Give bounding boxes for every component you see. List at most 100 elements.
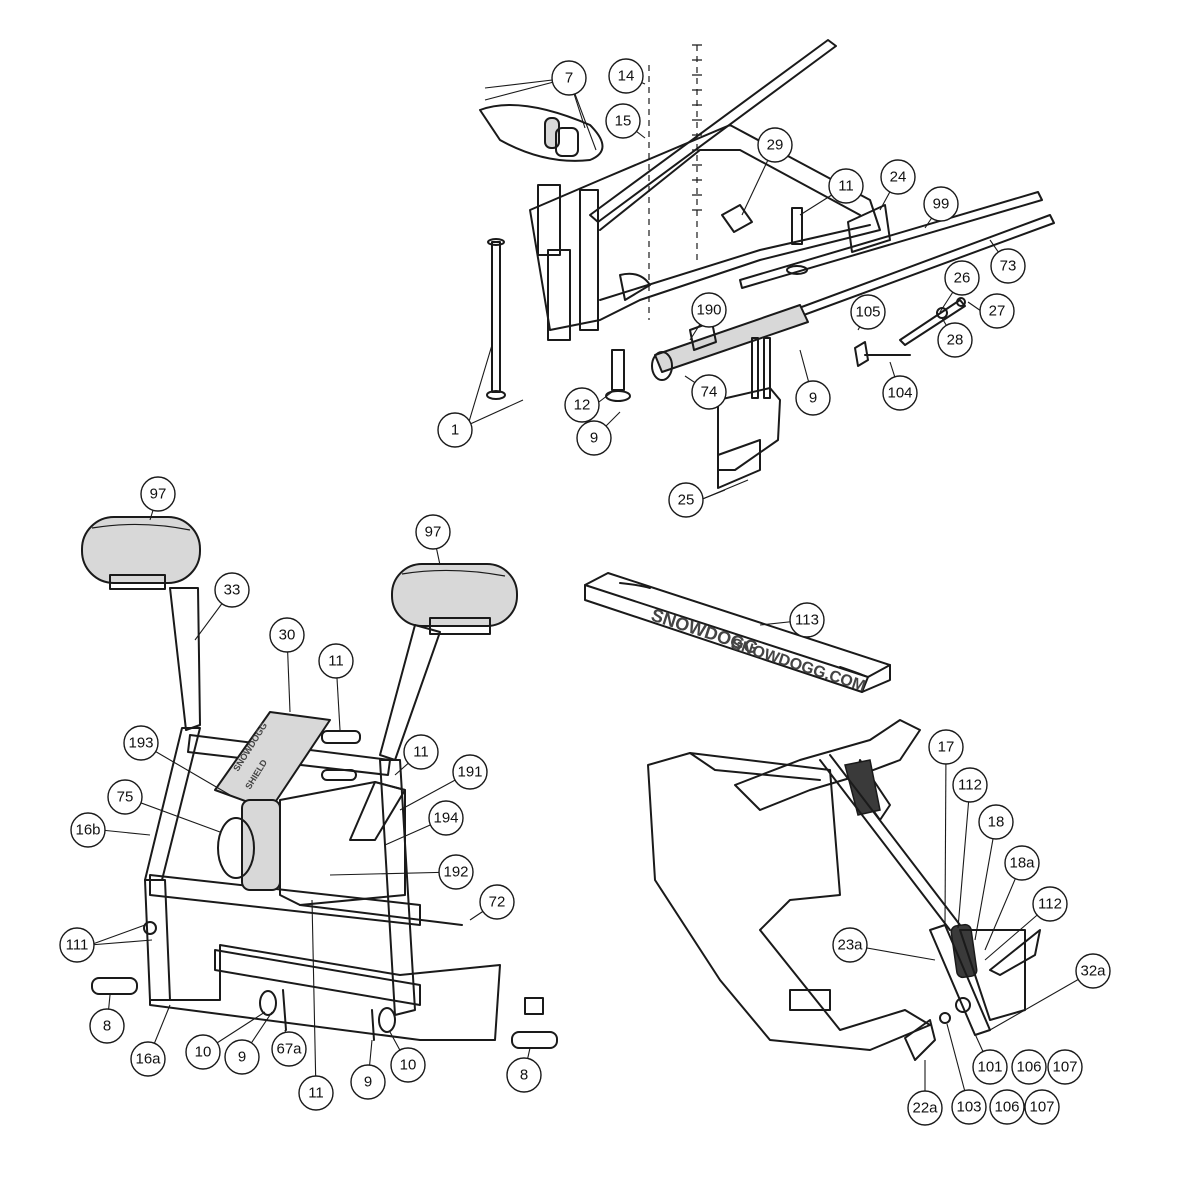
callout-number: 113 bbox=[795, 612, 819, 629]
callout-number: 103 bbox=[956, 1099, 981, 1116]
callout-9: 9 bbox=[795, 380, 831, 416]
callout-number: 111 bbox=[66, 937, 89, 954]
callout-97: 97 bbox=[415, 514, 451, 550]
crossbar-url-text: SNOWDOGG.COM bbox=[729, 636, 868, 696]
callout-number: 29 bbox=[767, 137, 784, 154]
callout-9: 9 bbox=[224, 1039, 260, 1075]
callout-103: 103 bbox=[951, 1089, 987, 1125]
callout-circle bbox=[506, 1057, 542, 1093]
callout-number: 11 bbox=[413, 744, 429, 761]
callout-190: 190 bbox=[691, 292, 727, 328]
callout-number: 28 bbox=[947, 332, 964, 349]
crossbar-113: SNOWDOGG SNOWDOGG.COM bbox=[584, 572, 891, 696]
callout-circle bbox=[140, 476, 176, 512]
callout-number: 30 bbox=[279, 627, 296, 644]
callout-30: 30 bbox=[269, 617, 305, 653]
callout-11: 11 bbox=[403, 734, 439, 770]
callout-circle bbox=[1024, 1089, 1060, 1125]
callout-27: 27 bbox=[979, 293, 1015, 329]
callout-circle bbox=[271, 1031, 307, 1067]
callout-circle bbox=[1047, 1049, 1083, 1085]
callout-number: 97 bbox=[150, 486, 167, 503]
callout-11: 11 bbox=[318, 643, 354, 679]
callout-number: 112 bbox=[1038, 896, 1062, 913]
callout-74: 74 bbox=[691, 374, 727, 410]
callout-number: 107 bbox=[1029, 1099, 1054, 1116]
callout-circle bbox=[123, 725, 159, 761]
callout-97: 97 bbox=[140, 476, 176, 512]
callout-112: 112 bbox=[1032, 886, 1068, 922]
callout-number: 18a bbox=[1009, 855, 1035, 872]
callout-number: 16b bbox=[75, 822, 100, 839]
callout-circle bbox=[907, 1090, 943, 1126]
callout-circle bbox=[89, 1008, 125, 1044]
callout-10: 10 bbox=[390, 1047, 426, 1083]
callout-number: 17 bbox=[938, 739, 955, 756]
callout-circle bbox=[880, 159, 916, 195]
callout-circle bbox=[691, 374, 727, 410]
callout-circle bbox=[185, 1034, 221, 1070]
callout-number: 7 bbox=[565, 70, 573, 87]
callout-67a: 67a bbox=[271, 1031, 307, 1067]
callout-111: 111 bbox=[59, 927, 95, 963]
callout-number: 16a bbox=[135, 1051, 161, 1068]
callout-circle bbox=[608, 58, 644, 94]
callout-circle bbox=[757, 127, 793, 163]
callout-circle bbox=[403, 734, 439, 770]
callout-8: 8 bbox=[506, 1057, 542, 1093]
callout-circle bbox=[390, 1047, 426, 1083]
callout-9: 9 bbox=[576, 420, 612, 456]
callout-number: 12 bbox=[574, 397, 591, 414]
callout-number: 75 bbox=[117, 789, 134, 806]
callout-32a: 32a bbox=[1075, 953, 1111, 989]
callout-number: 106 bbox=[994, 1099, 1019, 1116]
callout-33: 33 bbox=[214, 572, 250, 608]
callout-circle bbox=[269, 617, 305, 653]
callout-193: 193 bbox=[123, 725, 159, 761]
callout-73: 73 bbox=[990, 248, 1026, 284]
callout-circle bbox=[224, 1039, 260, 1075]
callout-number: 9 bbox=[364, 1074, 372, 1091]
callout-number: 27 bbox=[989, 303, 1006, 320]
callout-circle bbox=[70, 812, 106, 848]
callout-number: 24 bbox=[890, 169, 907, 186]
callout-29: 29 bbox=[757, 127, 793, 163]
callout-104: 104 bbox=[882, 375, 918, 411]
callout-number: 11 bbox=[838, 178, 854, 195]
callout-18a: 18a bbox=[1004, 845, 1040, 881]
callout-circle bbox=[923, 186, 959, 222]
callout-number: 112 bbox=[958, 777, 982, 794]
callout-number: 190 bbox=[696, 302, 721, 319]
callout-192: 192 bbox=[438, 854, 474, 890]
callout-number: 26 bbox=[954, 270, 971, 287]
callout-circle bbox=[59, 927, 95, 963]
callout-number: 25 bbox=[678, 492, 695, 509]
callout-number: 11 bbox=[328, 653, 344, 670]
callout-number: 33 bbox=[224, 582, 241, 599]
callout-circle bbox=[428, 800, 464, 836]
callout-24: 24 bbox=[880, 159, 916, 195]
trip-arm-assembly bbox=[647, 719, 1041, 1061]
callout-number: 9 bbox=[238, 1049, 246, 1066]
callout-number: 101 bbox=[977, 1059, 1002, 1076]
callout-23a: 23a bbox=[832, 927, 868, 963]
callout-number: 10 bbox=[400, 1057, 417, 1074]
callout-112: 112 bbox=[952, 767, 988, 803]
callout-circle bbox=[795, 380, 831, 416]
callout-number: 10 bbox=[195, 1044, 212, 1061]
callout-circle bbox=[1075, 953, 1111, 989]
callout-circle bbox=[972, 1049, 1008, 1085]
callout-16a: 16a bbox=[130, 1041, 166, 1077]
callout-number: 72 bbox=[489, 894, 506, 911]
callout-number: 74 bbox=[701, 384, 718, 401]
callout-7: 7 bbox=[551, 60, 587, 96]
headgear-assembly: SNOWDOGG SHIELD bbox=[81, 516, 558, 1049]
callout-14: 14 bbox=[608, 58, 644, 94]
callout-number: 97 bbox=[425, 524, 442, 541]
callout-circle bbox=[828, 168, 864, 204]
callout-circle bbox=[576, 420, 612, 456]
callout-number: 9 bbox=[590, 430, 598, 447]
callout-191: 191 bbox=[452, 754, 488, 790]
